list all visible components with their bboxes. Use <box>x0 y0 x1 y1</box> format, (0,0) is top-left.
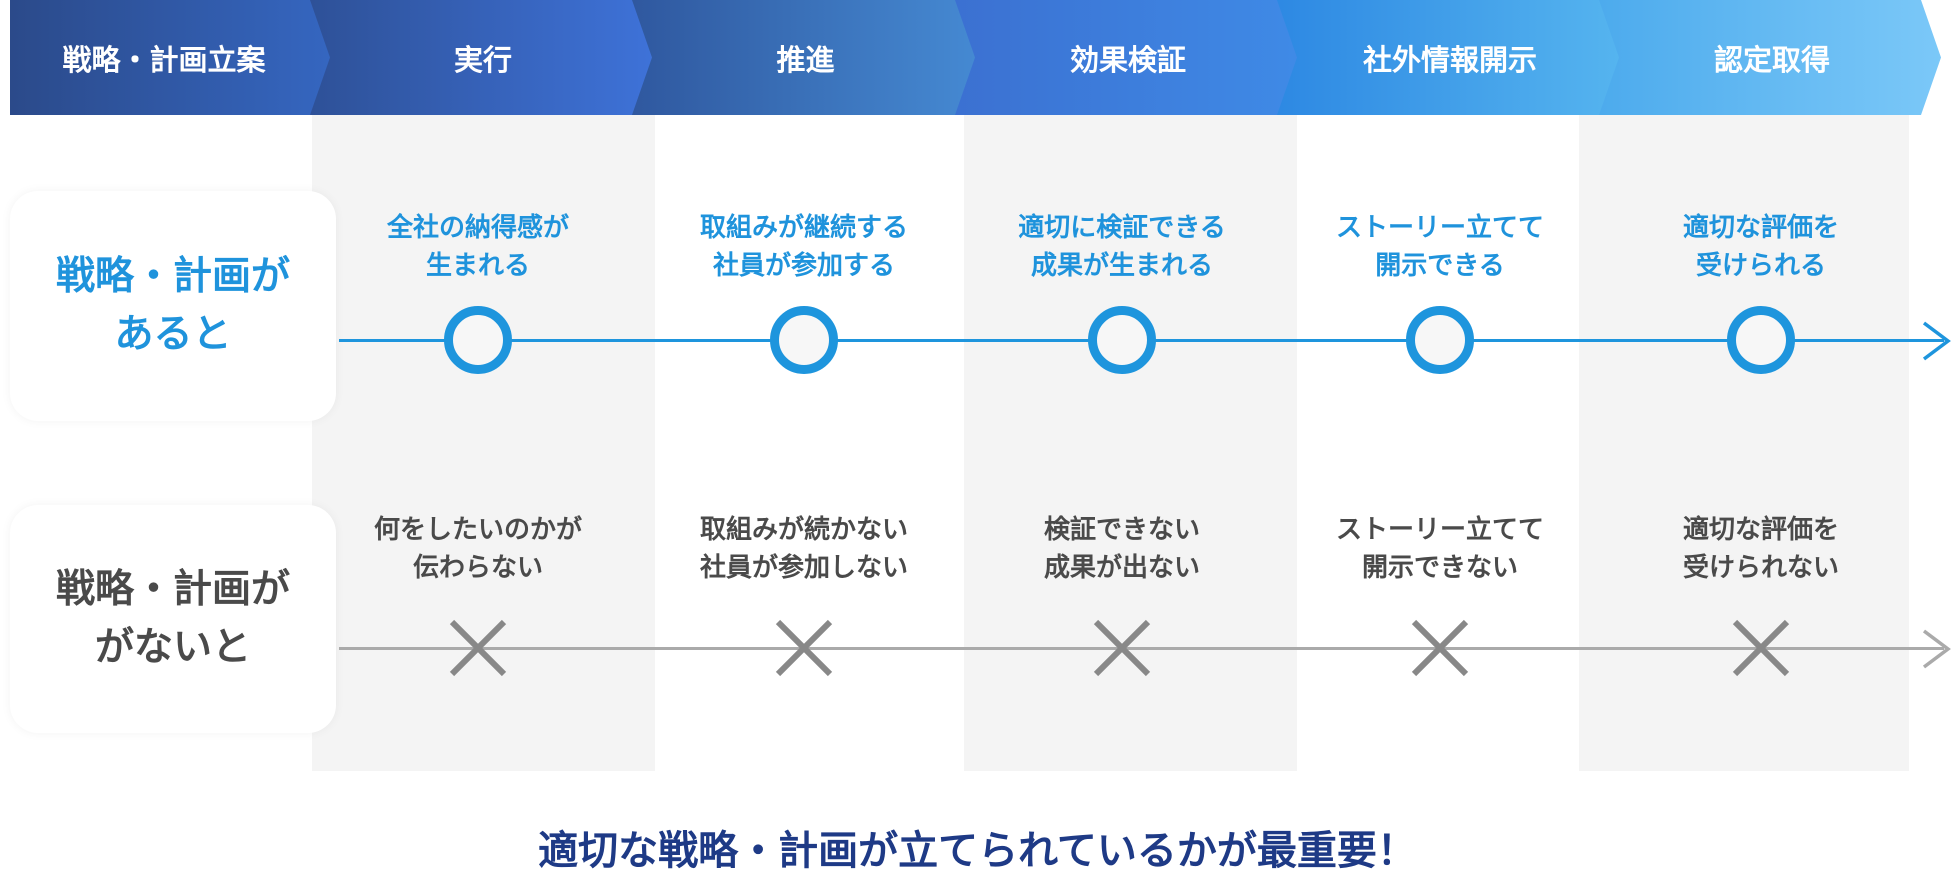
outcome-line: ストーリー立てて <box>1335 213 1544 243</box>
outcome-line: ストーリー立てて <box>1335 515 1544 545</box>
negative-outcome: 何をしたいのかが伝わらない <box>318 512 638 587</box>
outcome-line: 何をしたいのかが <box>373 515 582 545</box>
stage-disclosure: 社外情報開示 <box>1257 0 1619 115</box>
stage-certification: 認定取得 <box>1579 0 1941 115</box>
stage-label: 戦略・計画立案 <box>62 42 266 77</box>
negative-outcome: ストーリー立てて開示できない <box>1280 512 1600 587</box>
stage-execution: 実行 <box>290 0 652 115</box>
negative-outcome: 取組みが続かない社員が参加しない <box>644 512 964 587</box>
label-line: 戦略・計画が <box>55 253 290 299</box>
outcome-line: 受けられる <box>1695 250 1826 281</box>
circle-icon <box>444 306 512 374</box>
outcome-line: 成果が出ない <box>1043 552 1200 583</box>
outcome-line: 受けられない <box>1682 552 1839 583</box>
arrow-right-icon <box>1922 629 1951 669</box>
stage-promotion: 推進 <box>612 0 975 115</box>
column-bg <box>964 115 1297 771</box>
outcome-line: 取組みが続かない <box>699 515 908 545</box>
negative-outcome: 検証できない成果が出ない <box>962 512 1282 587</box>
circle-icon <box>1727 306 1795 374</box>
cross-icon <box>449 619 507 677</box>
cross-icon <box>1732 619 1790 677</box>
outcome-line: 取組みが継続する <box>699 213 908 243</box>
positive-outcome: ストーリー立てて開示できる <box>1280 210 1600 285</box>
outcome-line: 適切な評価を <box>1682 213 1839 243</box>
stage-label: 社外情報開示 <box>1362 42 1537 77</box>
circle-icon <box>1406 306 1474 374</box>
stage-verification: 効果検証 <box>935 0 1297 115</box>
outcome-line: 社員が参加する <box>712 250 895 281</box>
outcome-line: 全社の納得感が <box>386 213 569 243</box>
cross-icon <box>775 619 833 677</box>
label-line: あると <box>114 312 232 357</box>
outcome-line: 開示できる <box>1375 250 1505 281</box>
stage-strategy: 戦略・計画立案 <box>10 0 330 115</box>
stage-label: 効果検証 <box>1069 42 1186 77</box>
outcome-line: 開示できない <box>1361 552 1518 583</box>
stage-label: 推進 <box>776 42 835 77</box>
outcome-line: 成果が生まれる <box>1030 250 1213 281</box>
positive-outcome: 適切に検証できる成果が生まれる <box>962 210 1282 285</box>
outcome-line: 適切に検証できる <box>1018 213 1226 243</box>
arrow-right-icon <box>1922 321 1951 361</box>
circle-icon <box>770 306 838 374</box>
outcome-line: 伝わらない <box>412 552 543 583</box>
negative-outcome: 適切な評価を受けられない <box>1601 512 1921 587</box>
outcome-line: 適切な評価を <box>1682 515 1839 545</box>
label-line: 戦略・計画が <box>55 566 290 612</box>
conclusion: 適切な戦略・計画が立てられているかが最重要！ <box>538 828 1417 874</box>
without-plan-label: 戦略・計画ががないと <box>10 505 336 733</box>
outcome-line: 生まれる <box>425 250 530 281</box>
with-plan-label: 戦略・計画があると <box>10 191 336 421</box>
label-line: がないと <box>94 625 251 670</box>
outcome-line: 検証できない <box>1043 515 1200 545</box>
negative-timeline <box>339 647 1944 650</box>
positive-outcome: 全社の納得感が生まれる <box>318 210 638 285</box>
circle-icon <box>1088 306 1156 374</box>
cross-icon <box>1093 619 1151 677</box>
stage-label: 実行 <box>453 42 512 77</box>
column-bg <box>312 115 655 771</box>
outcome-line: 社員が参加しない <box>699 552 908 583</box>
positive-outcome: 取組みが継続する社員が参加する <box>644 210 964 285</box>
stage-label: 認定取得 <box>1713 42 1830 77</box>
cross-icon <box>1411 619 1469 677</box>
positive-outcome: 適切な評価を受けられる <box>1601 210 1921 285</box>
